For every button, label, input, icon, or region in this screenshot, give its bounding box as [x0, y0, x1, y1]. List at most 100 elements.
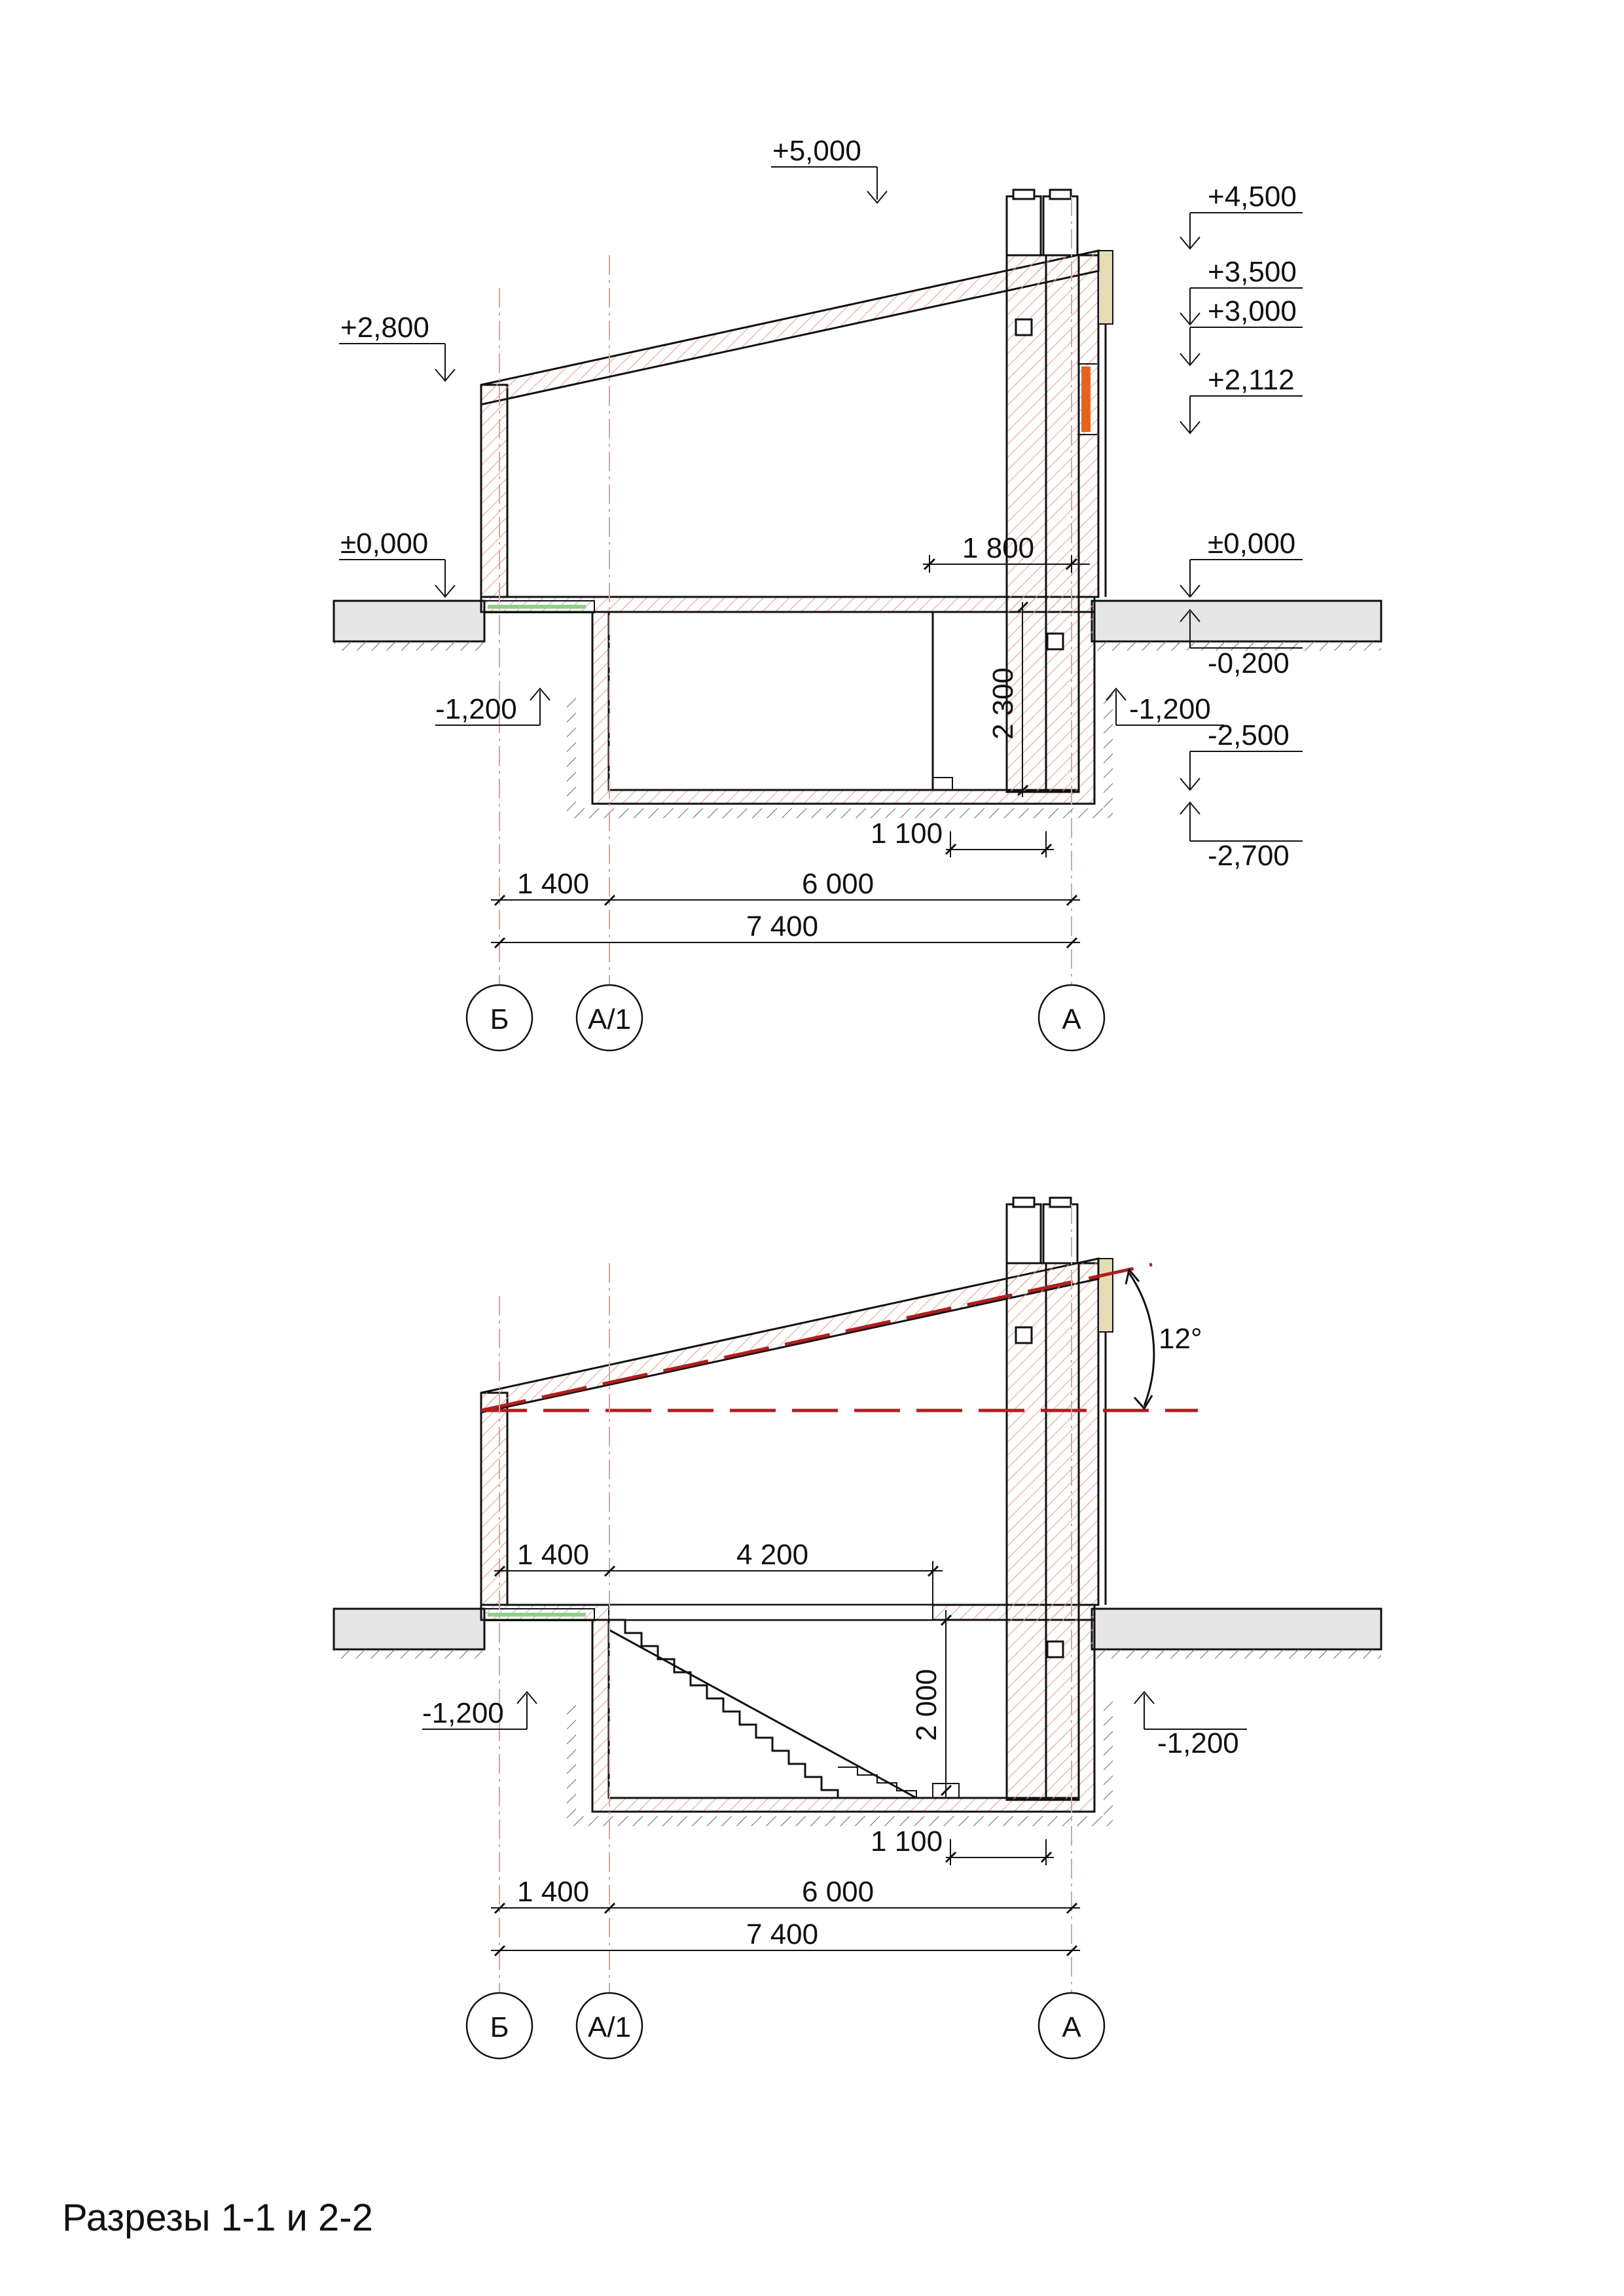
svg-text:+2,800: +2,800 [340, 312, 429, 344]
svg-text:+5,000: +5,000 [772, 135, 861, 167]
level-window-top: +2,112 [1180, 364, 1303, 435]
level-chimney-top: +4,500 [1180, 181, 1303, 250]
floor-slab [480, 596, 1096, 613]
dim-1100: 1 100 [871, 1825, 1054, 1865]
level-ridge: +3,000 [1180, 295, 1303, 367]
svg-text:2 000: 2 000 [911, 1669, 943, 1741]
svg-text:4 200: 4 200 [736, 1539, 808, 1571]
axis-bubble-a1: А/1 [575, 1992, 643, 2060]
dim-chain-2: 1 400 6 000 7 400 [491, 1876, 1080, 1957]
chimney-top-1 [1012, 188, 1036, 200]
chimney-cap-2 [1042, 1203, 1079, 1265]
level-parapet: +3,500 [1180, 256, 1303, 326]
chimney-cap-2 [1042, 195, 1079, 257]
svg-text:1 100: 1 100 [871, 1825, 943, 1857]
svg-text:12°: 12° [1159, 1323, 1202, 1355]
ground-soil-left [334, 641, 484, 651]
svg-text:-0,200: -0,200 [1208, 647, 1290, 679]
level-foundation-left: -1,200 [435, 687, 550, 726]
dim-chain-1: 1 400 6 000 7 400 [491, 868, 1080, 949]
chimney-vent-lower [1046, 1640, 1064, 1659]
svg-text:Б: Б [490, 2011, 509, 2043]
level-foundation-right: -1,200 [1106, 687, 1224, 726]
svg-text:7 400: 7 400 [746, 1918, 818, 1950]
svg-text:+4,500: +4,500 [1208, 181, 1297, 213]
svg-text:6 000: 6 000 [802, 868, 874, 900]
axis-bubble-b: Б [465, 1992, 533, 2060]
level-cellar-slab-bottom: -2,700 [1180, 801, 1303, 872]
stair-steps [609, 1619, 839, 1798]
ground-strip-right [1091, 1607, 1382, 1651]
left-wall [480, 1391, 509, 1606]
chimney-body-2 [1045, 254, 1080, 793]
level-cellar-floor: -2,500 [1180, 719, 1303, 791]
svg-text:-2,500: -2,500 [1208, 719, 1290, 751]
level-foundation-right: -1,200 [1134, 1691, 1247, 1759]
svg-text:-1,200: -1,200 [1157, 1727, 1239, 1759]
ground-strip-left [333, 600, 486, 643]
axis-bubble-a: А [1038, 984, 1106, 1052]
dim-2300: 2 300 [987, 601, 1029, 797]
svg-text:6 000: 6 000 [802, 1876, 874, 1908]
ground-soil-left [334, 1649, 484, 1659]
porch-step [484, 1608, 595, 1621]
left-wall [480, 384, 509, 598]
svg-text:А: А [1062, 2011, 1081, 2043]
svg-text:Б: Б [490, 1003, 509, 1035]
cladding [1098, 250, 1113, 325]
roof-slab [480, 249, 1100, 406]
level-floor-right: ±0,000 [1180, 528, 1303, 598]
slope-angle: 12° [1125, 1267, 1202, 1410]
svg-text:+3,500: +3,500 [1208, 256, 1297, 288]
svg-text:1 400: 1 400 [517, 1539, 589, 1571]
chimney-body [1005, 1262, 1047, 1801]
dim-1800: 1 800 [923, 532, 1090, 573]
section-1: +5,000 +4,500 +3,500 +3,000 +2,112 [333, 135, 1382, 1052]
chimney-body-2 [1045, 1262, 1080, 1801]
svg-text:1 400: 1 400 [517, 1876, 589, 1908]
svg-text:-1,200: -1,200 [1129, 693, 1211, 725]
svg-text:-1,200: -1,200 [422, 1697, 504, 1729]
porch-step [484, 600, 595, 613]
level-floor-left: ±0,000 [339, 528, 456, 598]
chimney-cap-1 [1005, 195, 1042, 257]
level-ground: -0,200 [1180, 609, 1303, 679]
chimney-cap-1 [1005, 1203, 1042, 1265]
svg-text:+2,112: +2,112 [1208, 364, 1295, 396]
svg-text:7 400: 7 400 [746, 910, 818, 942]
svg-text:-2,700: -2,700 [1208, 840, 1290, 872]
level-foundation-left: -1,200 [422, 1691, 537, 1730]
svg-text:А/1: А/1 [588, 1003, 631, 1035]
svg-text:-1,200: -1,200 [435, 693, 517, 725]
svg-text:+3,000: +3,000 [1208, 295, 1297, 327]
svg-text:1 400: 1 400 [517, 868, 589, 900]
partition-foot [932, 777, 953, 791]
svg-text:А: А [1062, 1003, 1081, 1035]
svg-text:1 800: 1 800 [962, 532, 1034, 564]
roof-slope-line [480, 1263, 1153, 1412]
level-roof-top: +5,000 [771, 135, 888, 204]
right-wall [1077, 1262, 1100, 1606]
chimney-top-1 [1012, 1196, 1036, 1208]
section-2: 12° 1 400 4 200 2 000 1 100 [333, 1196, 1382, 2060]
svg-text:2 300: 2 300 [987, 668, 1019, 740]
ground-soil-right [1092, 1649, 1381, 1659]
svg-text:±0,000: ±0,000 [340, 528, 428, 560]
chimney-top-2 [1049, 188, 1072, 200]
axis-bubble-b: Б [465, 984, 533, 1052]
chimney-vent-lower [1046, 632, 1064, 651]
svg-text:±0,000: ±0,000 [1208, 528, 1295, 560]
ground-soil-right [1092, 641, 1381, 651]
dim-upper-chain: 1 400 4 200 [494, 1539, 943, 1605]
level-eave: +2,800 [339, 312, 456, 382]
stair-stringer [608, 1628, 917, 1799]
axis-bubble-a: А [1038, 1992, 1106, 2060]
cladding [1098, 1258, 1113, 1333]
chimney-vent-upper [1015, 1326, 1033, 1344]
dim-1100: 1 100 [871, 817, 1054, 857]
stair-steps-lower [838, 1767, 917, 1798]
axis-bubble-a1: А/1 [575, 984, 643, 1052]
chimney-top-2 [1049, 1196, 1072, 1208]
chimney-vent-upper [1015, 318, 1033, 336]
